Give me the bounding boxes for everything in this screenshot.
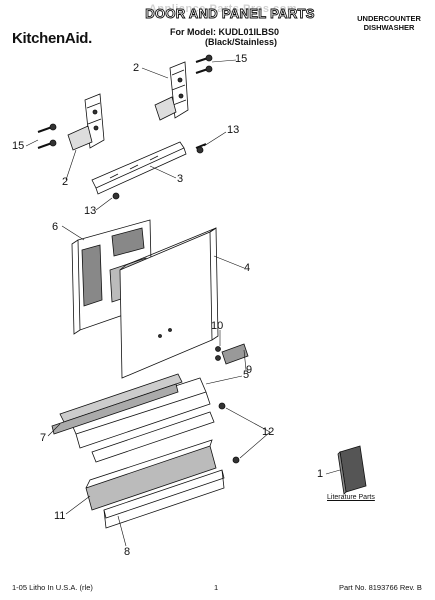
footer-litho: 1-05 Litho In U.S.A. (rle) (12, 583, 93, 592)
callout-5: 5 (243, 369, 250, 381)
literature-booklet (337, 445, 367, 495)
callout-6: 6 (52, 221, 59, 233)
lower-trim-5 (59, 373, 211, 449)
screw-13-right (195, 143, 207, 149)
page-title: DOOR AND PANEL PARTS (145, 6, 315, 22)
category-line-2: DISHWASHER (363, 23, 415, 32)
callout-1: 1 (317, 468, 324, 480)
category-label: UNDERCOUNTER DISHWASHER (350, 14, 428, 32)
hinge-bracket-left (67, 93, 105, 151)
screw-13-lower (112, 192, 120, 200)
screw-12-upper (218, 402, 226, 410)
callout-15-left: 15 (12, 140, 25, 152)
kick-plate (103, 469, 225, 529)
leader-lines (25, 59, 341, 547)
callout-2-left: 2 (62, 176, 69, 188)
callout-7: 7 (40, 432, 47, 444)
callout-4: 4 (244, 262, 251, 274)
callout-2-top: 2 (133, 62, 140, 74)
hinge-bracket-right (154, 61, 189, 121)
door-rail (91, 141, 187, 195)
model-variant: (Black/Stainless) (205, 37, 278, 47)
callout-9: 9 (246, 364, 253, 376)
callout-11: 11 (54, 510, 66, 522)
footer-part-number: Part No. 8193766 Rev. B (339, 583, 422, 592)
outer-door-panel (119, 227, 219, 379)
callout-13-lower: 13 (84, 205, 97, 217)
callout-12: 12 (262, 426, 275, 438)
screws-top-right (195, 54, 213, 74)
callout-8: 8 (124, 546, 131, 558)
callout-10: 10 (211, 320, 224, 332)
literature-parts-label: Literature Parts (327, 494, 375, 501)
handle-cap (215, 343, 249, 365)
screws-left (37, 123, 57, 149)
screw-12-lower (232, 456, 240, 464)
model-number: For Model: KUDL01ILBS0 (170, 27, 280, 37)
insulation-strip (85, 439, 217, 511)
brand-logo: KitchenAid. (12, 30, 93, 47)
callout-15-top: 15 (235, 53, 248, 65)
callout-3: 3 (177, 173, 184, 185)
category-line-1: UNDERCOUNTER (357, 14, 421, 23)
callout-13-right: 13 (227, 124, 240, 136)
watermark-text: Appliance Parts Pros.com (148, 3, 298, 15)
lower-trim-7 (51, 383, 215, 463)
footer-page-number: 1 (214, 583, 219, 592)
